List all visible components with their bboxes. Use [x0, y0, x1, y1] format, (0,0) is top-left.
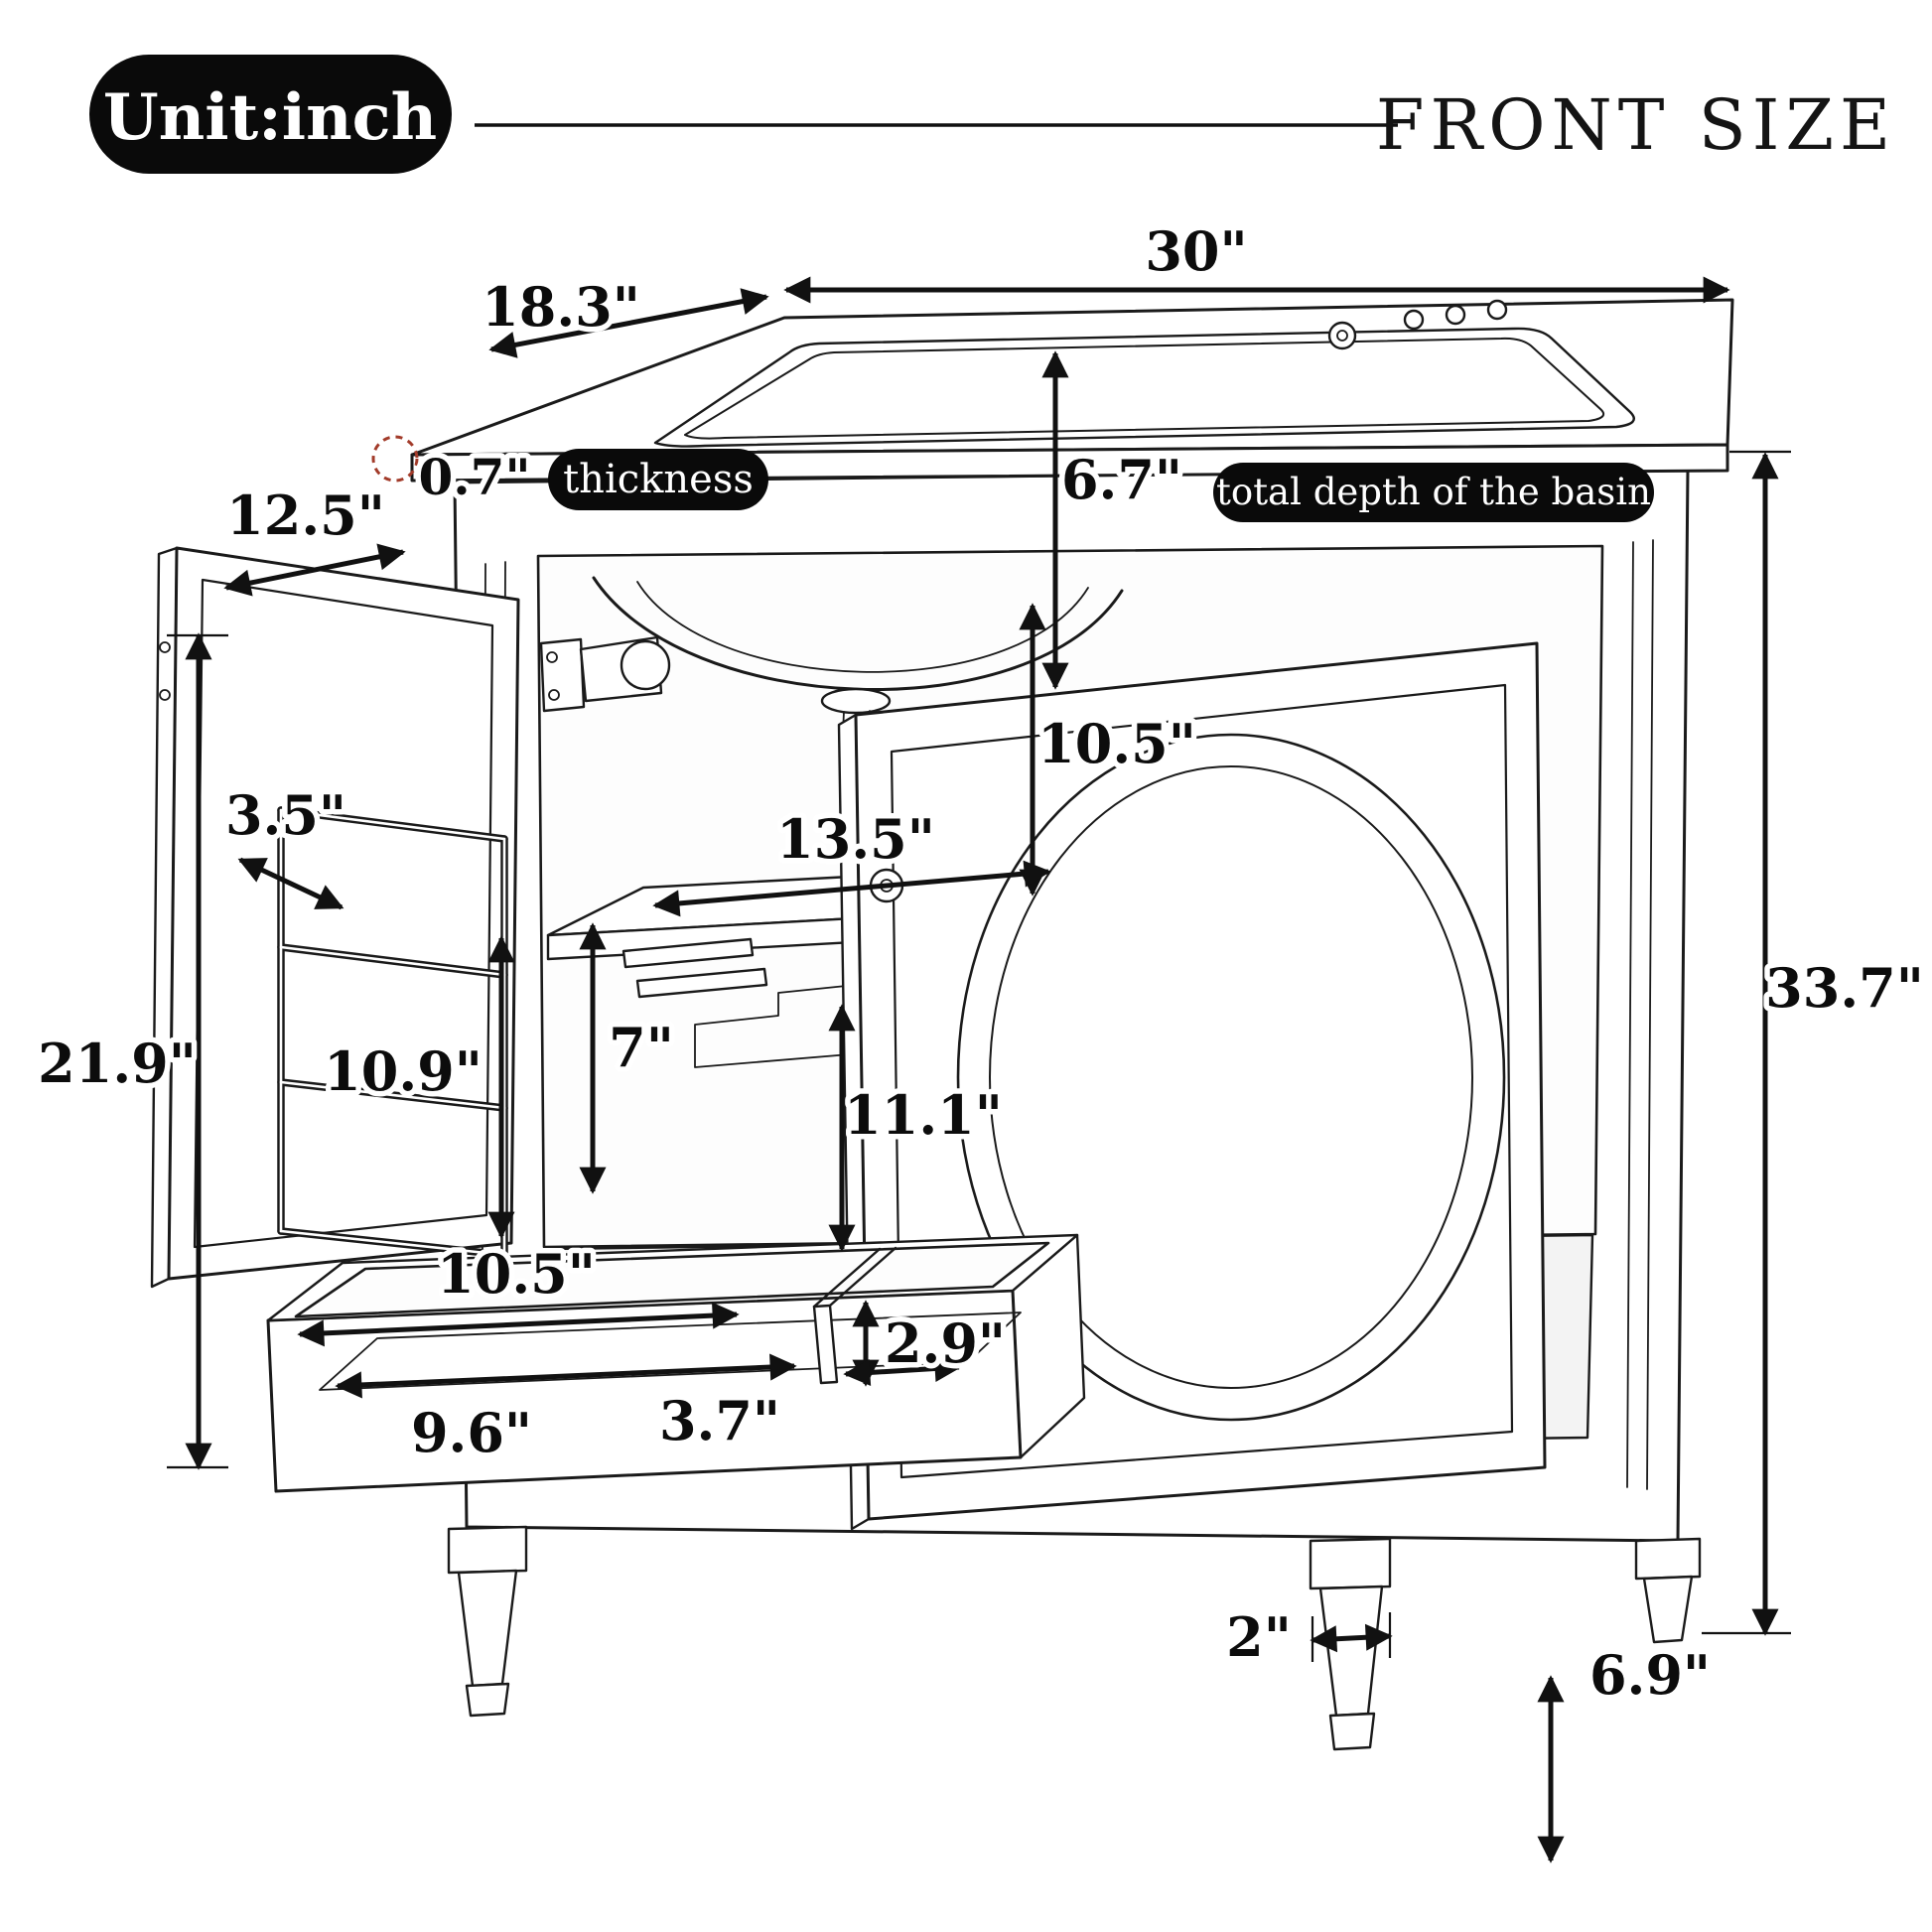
hinge-cup: [620, 639, 671, 691]
hinge-plate: [539, 637, 586, 713]
arrow-door-width: [223, 543, 406, 597]
dim-drawer-right-width: 3.7": [659, 1389, 780, 1452]
arrow-leg-width: [1310, 1623, 1393, 1653]
dim-rack-height: 10.9": [324, 1039, 483, 1103]
dim-rack-bar-gap: 7": [609, 1016, 674, 1079]
basin-rim-outer: [653, 327, 1635, 448]
dim-rack-depth: 3.5": [225, 783, 346, 847]
basin-rim-inner: [684, 337, 1604, 440]
dim-drawer-left-width: 9.6": [411, 1401, 532, 1464]
left-door: [150, 546, 520, 1289]
arrow-drawer-left-width: [335, 1353, 797, 1399]
dim-sink-to-shelf: 10.5": [1037, 712, 1196, 775]
header: Unit:inch FRONT SIZE: [89, 55, 1896, 174]
unit-badge-label: Unit:inch: [103, 80, 437, 155]
drawer-inner-rim: [294, 1241, 1050, 1318]
drawer-slide-rail-1: [621, 937, 755, 969]
arrow-top-depth: [488, 288, 769, 358]
thickness-pill: [548, 449, 768, 510]
dimension-labels: 18.3" 30" 0.7" 6.7" 12.5" 10.5" 13.5" 3.…: [33, 214, 1930, 1713]
door-hinge: [539, 635, 671, 713]
dimension-arrows: [167, 276, 1791, 1863]
dim-drawer-inner-height: 2.9": [885, 1311, 1006, 1375]
thickness-highlight-circle: [371, 435, 419, 483]
right-door-inner-border: [890, 683, 1514, 1479]
drawer-slide-rail-2: [635, 967, 768, 999]
faucet-hole-3: [1486, 299, 1508, 321]
dim-lower-section: 11.1": [844, 1083, 1003, 1147]
front-right-leg: [1309, 1537, 1392, 1751]
left-door-panel: [167, 546, 520, 1281]
drain-hole-center: [1336, 330, 1348, 342]
basin-depth-pill-label: total depth of the basin: [1216, 471, 1651, 513]
arrow-drawer-opening: [297, 1302, 740, 1347]
unit-badge-pill: [89, 55, 452, 174]
basin-depth-pill: [1213, 463, 1654, 522]
arrow-rack-depth: [237, 857, 345, 910]
drawer-divider: [812, 1246, 897, 1385]
drain-fitting: [820, 687, 892, 715]
dim-basin-depth: 6.7": [1061, 448, 1182, 511]
dim-side-height: 21.9": [38, 1032, 197, 1095]
hinge-screw-1: [546, 651, 558, 663]
dim-leg-height: 6.9": [1589, 1643, 1711, 1707]
dim-leg-width: 2": [1226, 1605, 1292, 1669]
door-oval-molding-inner: [989, 765, 1473, 1389]
drain-hole: [1327, 321, 1357, 350]
dim-total-height: 33.7": [1765, 956, 1924, 1020]
dim-drawer-opening: 10.5": [437, 1242, 596, 1306]
arrow-drawer-right-width: [843, 1354, 962, 1387]
dim-top-width: 30": [1145, 219, 1247, 283]
dim-door-width: 12.5": [226, 483, 385, 547]
door-oval-molding-outer: [956, 733, 1506, 1422]
dim-top-depth: 18.3": [482, 275, 640, 339]
front-left-leg: [447, 1525, 528, 1718]
dim-shelf-width: 13.5": [776, 807, 935, 871]
door-edge-screw-1: [159, 641, 171, 653]
legs: [447, 1525, 1702, 1751]
page-title: FRONT SIZE: [1376, 84, 1896, 166]
callout-pills: thickness total depth of the basin: [548, 449, 1654, 522]
door-edge-screw-2: [159, 689, 171, 701]
arrow-shelf-width: [652, 860, 1051, 917]
back-right-leg: [1634, 1537, 1702, 1644]
faucet-hole-2: [1445, 304, 1466, 326]
hinge-screw-2: [548, 689, 560, 701]
thickness-pill-label: thickness: [563, 457, 754, 502]
dim-counter-thickness: 0.7": [418, 448, 530, 506]
faucet-hole-1: [1403, 309, 1425, 331]
